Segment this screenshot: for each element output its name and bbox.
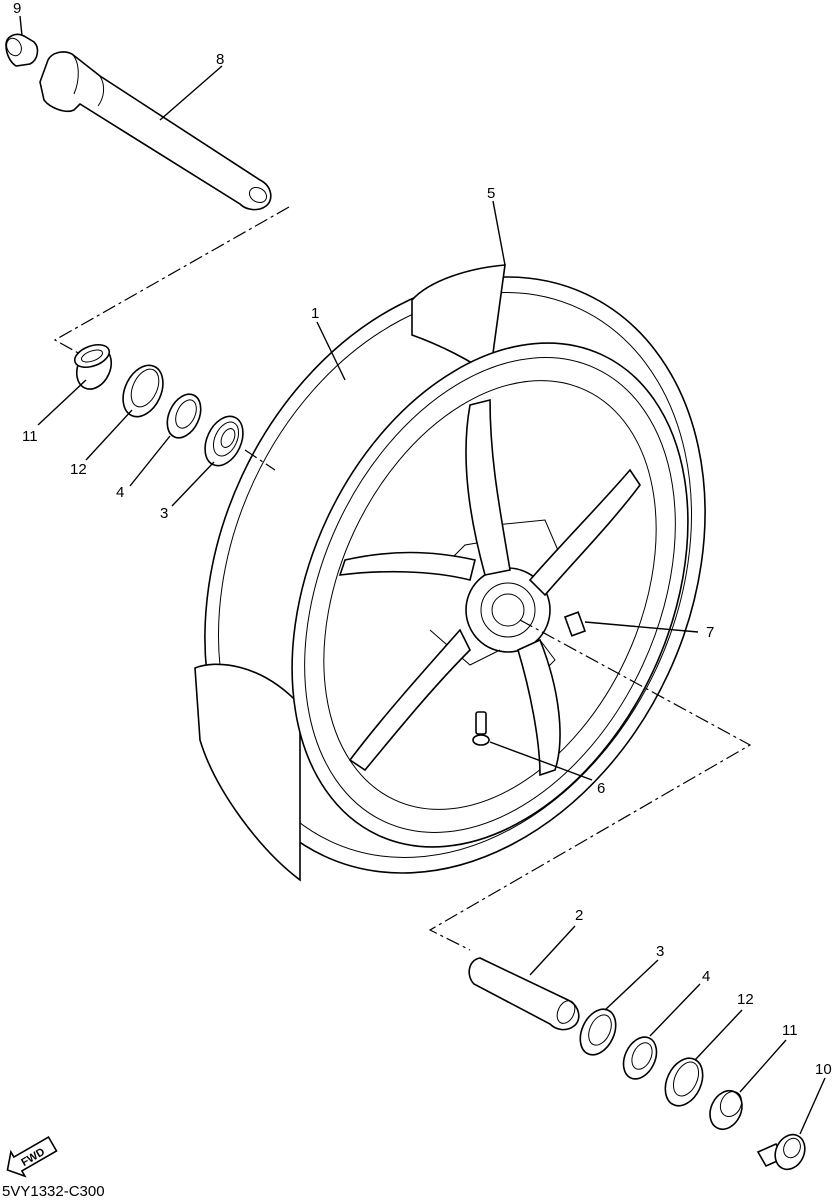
callout-4-left: 4 — [116, 484, 124, 501]
oil-seal-part-12-right — [664, 1057, 704, 1107]
callout-1: 1 — [311, 305, 319, 322]
callout-12-left: 12 — [70, 461, 87, 478]
callout-2: 2 — [575, 907, 583, 924]
diagram-code: 5VY1332-C300 — [2, 1183, 105, 1200]
callout-6: 6 — [597, 780, 605, 797]
assembly-lines — [53, 206, 752, 951]
callout-7: 7 — [706, 624, 714, 641]
callout-11-right: 11 — [782, 1022, 798, 1039]
callout-9-top: 9 — [13, 0, 21, 17]
valve-part-6 — [472, 711, 490, 746]
fwd-arrow: FWD — [6, 1135, 58, 1178]
callout-3-left: 3 — [160, 505, 168, 522]
callout-3-right: 3 — [656, 943, 664, 960]
spacer-part-2 — [468, 957, 580, 1031]
bolt-part-10 — [756, 1133, 806, 1171]
wheel-spokes — [338, 398, 641, 777]
balance-weight-part-7 — [563, 611, 587, 637]
leader-lines — [19, 15, 826, 1135]
axle-part-8 — [39, 51, 272, 211]
collar-part-11-right — [709, 1089, 743, 1131]
callout-11-left: 11 — [22, 428, 38, 445]
spacer-part-4-left — [166, 393, 202, 439]
bearing-part-3-left — [204, 415, 244, 467]
callout-numbers: 9 8 5 1 11 12 4 3 7 6 2 3 4 12 11 10 — [13, 0, 832, 1078]
callout-12-right: 12 — [737, 991, 754, 1008]
collar-part-11-left — [73, 343, 113, 390]
callout-8: 8 — [216, 51, 224, 68]
callout-5: 5 — [487, 185, 495, 202]
callout-10: 10 — [815, 1061, 832, 1078]
bearing-part-3-right — [579, 1008, 617, 1056]
cap-part-9 — [5, 33, 39, 67]
callout-4-right: 4 — [702, 968, 710, 985]
wheel-part-1 — [291, 342, 689, 848]
wheel-hub — [429, 519, 561, 671]
fwd-label: FWD — [19, 1146, 47, 1169]
spacer-part-4-right — [622, 1036, 658, 1080]
oil-seal-part-12-left — [122, 364, 164, 418]
